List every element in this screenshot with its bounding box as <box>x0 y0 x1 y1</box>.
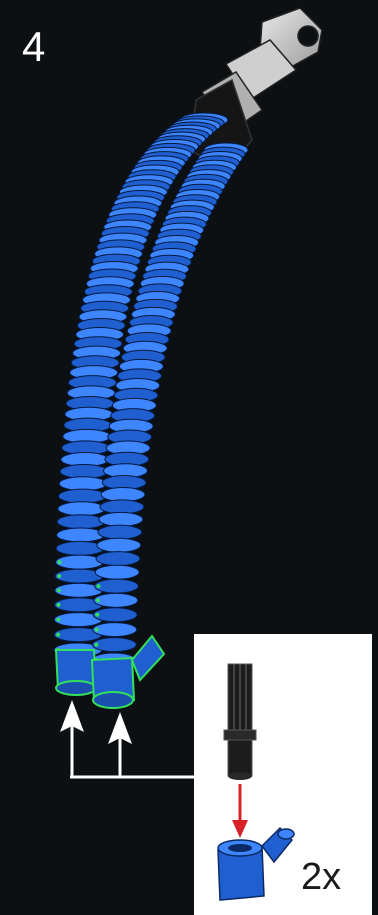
callout-illustration <box>194 634 372 915</box>
quantity-label: 2x <box>301 858 341 896</box>
axle-pin-icon <box>224 664 256 780</box>
arrow-up-icon <box>60 700 84 777</box>
arrow-down-icon <box>232 784 248 838</box>
hose-end-connector-icon <box>218 828 294 900</box>
arrow-up-icon <box>108 712 132 777</box>
callout-box <box>194 634 372 915</box>
step-number: 4 <box>22 26 45 68</box>
